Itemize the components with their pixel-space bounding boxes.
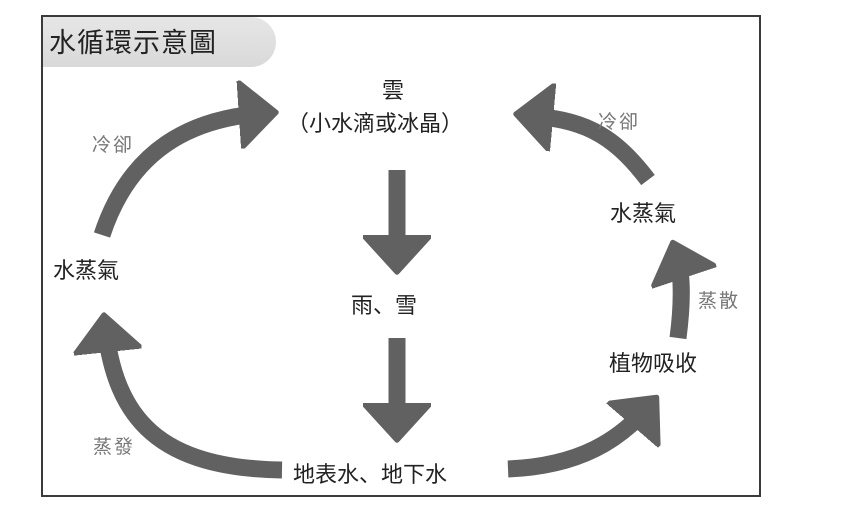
node-cloud-detail: （小水滴或冰晶） xyxy=(287,112,464,137)
node-vapor-right: 水蒸氣 xyxy=(610,202,677,227)
process-condensation-right: 冷卻 xyxy=(598,111,641,133)
arrow-vapor-right-to-cloud xyxy=(526,115,655,186)
node-cloud-name: 雲 xyxy=(382,79,405,104)
process-condensation-left: 冷卻 xyxy=(92,134,135,156)
node-vapor-left: 水蒸氣 xyxy=(53,259,120,284)
process-transpiration: 蒸散 xyxy=(698,290,741,312)
arrow-vapor-left-to-cloud xyxy=(93,113,266,238)
process-evaporation: 蒸發 xyxy=(93,436,136,458)
node-plant-absorption: 植物吸收 xyxy=(609,352,698,377)
arrow-plant-to-vapor-right xyxy=(676,252,681,340)
node-precipitation: 雨、雪 xyxy=(351,294,418,319)
arrow-ground-water-to-vapor-left xyxy=(105,325,283,479)
node-ground-water: 地表水、地下水 xyxy=(293,463,448,488)
diagram-title: 水循環示意圖 xyxy=(49,28,217,59)
arrow-ground-water-to-plant xyxy=(507,405,650,478)
title-tab xyxy=(43,17,276,67)
